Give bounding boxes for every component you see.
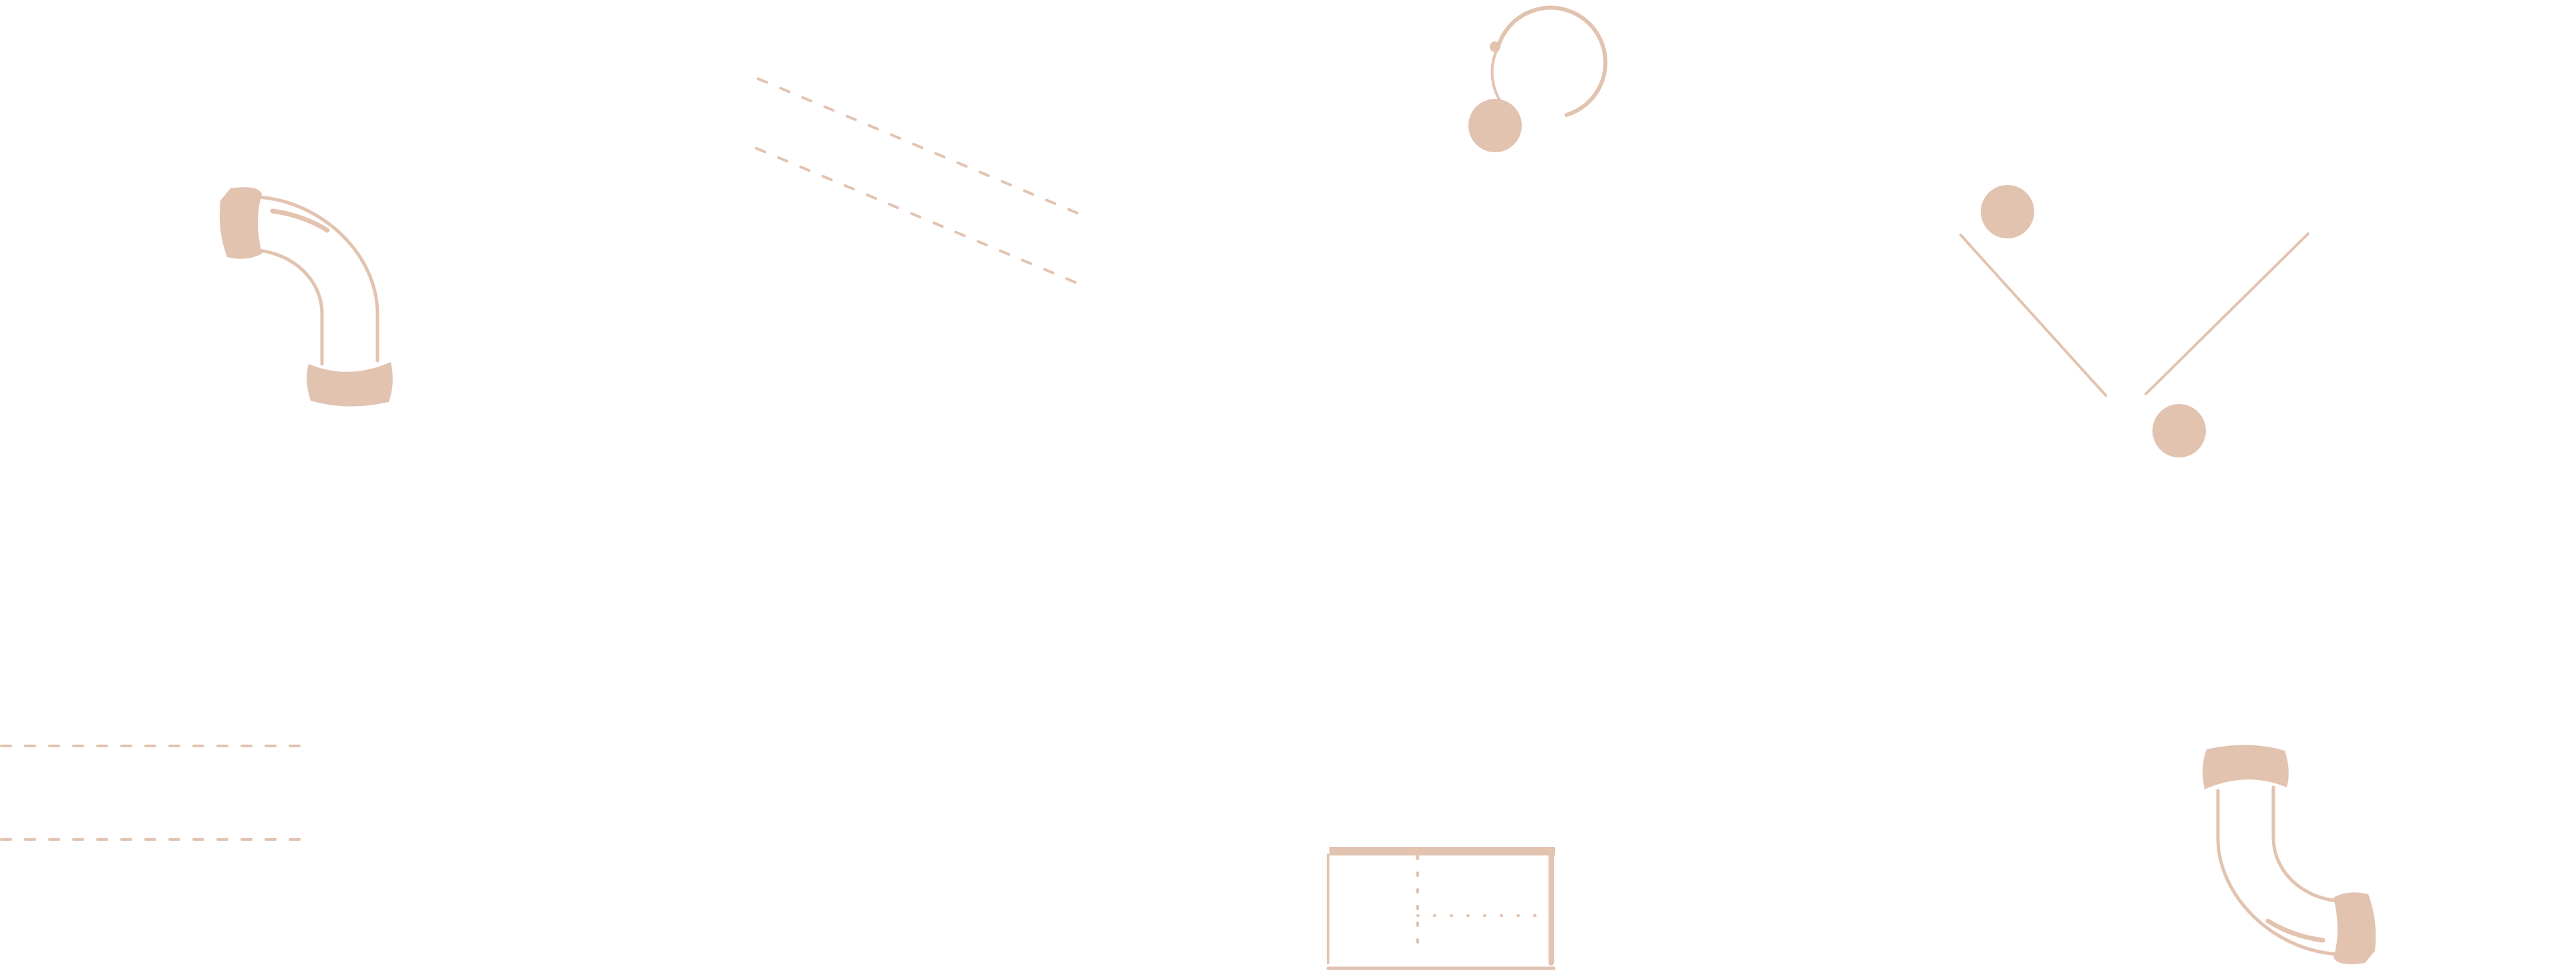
box-icon (1326, 847, 1556, 970)
dashed-line (757, 77, 1080, 215)
pipe-elbow-icon (219, 187, 393, 407)
dashed-line (755, 147, 1080, 285)
ring-pendant-icon (1468, 5, 1608, 152)
v-shape-icon (1959, 185, 2309, 457)
pipe-elbow-icon (2203, 745, 2376, 964)
